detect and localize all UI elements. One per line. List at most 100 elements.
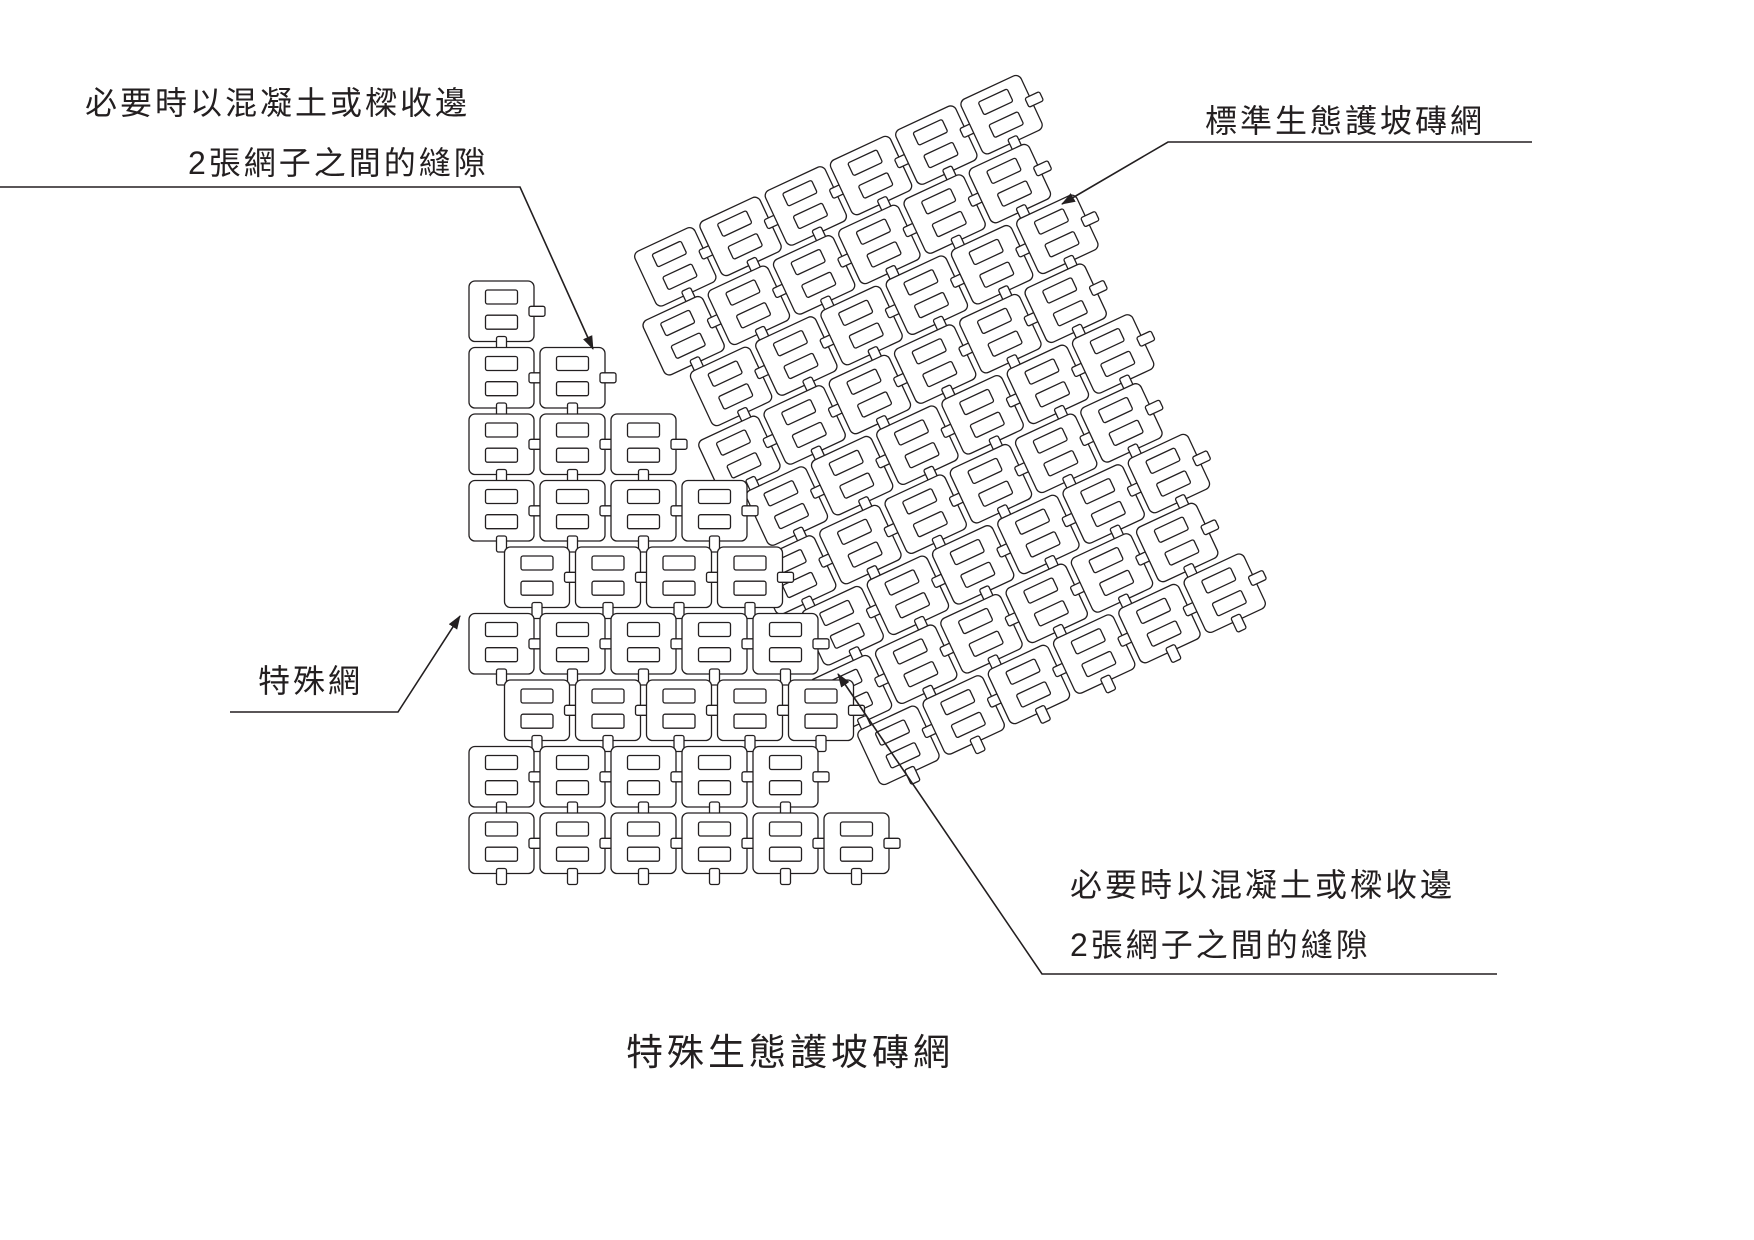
brick-cell-part [697,647,732,663]
brick-cell-part [1005,658,1041,685]
annotation-top-left-line1: 必要時以混凝土或樑收邊 [85,85,471,121]
brick-cell-part [484,355,519,372]
brick-cell-part [1033,208,1069,235]
brick-cell-part [815,734,827,753]
brick-cell-part [599,372,617,384]
brick-cell-part [651,240,687,268]
brick-cell-part [555,447,590,463]
brick-cell-part [922,360,958,388]
brick-cell-part [484,647,519,663]
brick-cell-part [850,867,863,886]
brick-cell-part [697,621,732,638]
brick-cell-part [812,638,830,650]
brick-cell-part [484,422,519,438]
brick-cell-part [988,111,1024,138]
brick-cell-part [1044,231,1080,258]
brick-cell-part [484,381,519,397]
annotation-bottom-right-line2: 2張網子之間的縫隙 [1070,927,1371,963]
brick-cell-part [484,621,519,638]
brick-cell-part [804,688,838,704]
brick-cell-part [555,514,590,530]
brick-cell-part [959,388,995,416]
brick-cell-part [670,332,706,359]
brick-cell-part [626,647,661,663]
brick-cell-part [744,734,756,753]
brick-cell-part [1070,628,1106,655]
brick-cell-part [637,867,650,886]
brick-cell-part [950,711,986,738]
brick-cell-part [1153,516,1189,543]
brick-cell-part [531,601,543,620]
leader-top-left-gap [0,186,594,350]
brick-cell-part [697,821,732,837]
brick-cell-part [958,607,993,635]
brick-cell-part [495,867,508,886]
brick-cell-part [484,314,519,330]
brick-cell-part [1081,650,1117,678]
brick-cell-part [846,368,882,395]
brick-cell-part [626,821,661,837]
brick-cell-part [1052,300,1088,327]
brick-cell-part [1164,539,1200,566]
brick-cell-part [848,322,884,349]
brick-cell-part [733,580,767,596]
brick-cell-part [847,541,883,568]
brick-cell-part [857,391,893,418]
brick-cell-part [892,638,928,665]
brick-cell-part [781,399,817,426]
brick-cell-part [768,846,803,862]
brick-cell-part [566,535,579,553]
brick-cell-part [637,535,650,553]
brick-cell-part [1016,681,1052,708]
brick-cell-part [715,429,751,456]
brick-cell-part [883,837,901,849]
brick-cell-part [741,505,759,517]
brick-cell-part [923,141,959,169]
brick-cell-part [779,867,792,886]
brick-cell-part [1080,478,1116,505]
brick-cell-part [1145,447,1181,474]
brick-cell-part [967,457,1003,485]
brick-cell-part [903,269,939,296]
annotation-bottom-right-line1: 必要時以混凝土或樑收邊 [1070,867,1456,903]
brick-cell-part [670,438,688,450]
brick-cell-part [812,771,830,783]
brick-cell-part [520,580,554,596]
brick-cell-part [768,780,803,796]
brick-cell-part [708,668,721,686]
brick-cell-part [718,383,754,410]
brick-cell-part [662,263,698,290]
leader-bottom-right-gap [837,673,1497,975]
brick-cell-part [774,502,809,530]
brick-cell-part [725,279,761,306]
brick-cell-part [697,846,732,862]
brick-cell-part [626,754,661,771]
brick-cell-part [997,180,1032,207]
brick-cell-part [744,601,756,620]
brick-cell-part [662,688,696,704]
brick-cell-part [1024,358,1060,385]
brick-cell-part [968,238,1004,266]
annotation-standard-net: 標準生態護坡磚網 [1205,103,1486,139]
brick-cell-part [1034,705,1051,724]
brick-cell-part [912,119,948,146]
brick-cell-part [1201,567,1237,594]
brick-cell-part [555,355,590,372]
leader-special-net [230,615,461,713]
brick-cell-part [969,411,1005,438]
brick-cell-part [1088,547,1124,574]
brick-cell-part [768,821,803,837]
brick-cell-part [912,511,948,538]
brick-cell-part [726,452,762,479]
brick-cell-part [1108,419,1144,446]
brick-cell-part [979,261,1015,288]
brick-cell-part [484,514,519,530]
brick-cell-part [968,630,1004,657]
brick-cell-part [566,668,579,686]
brick-cell-part [838,299,874,326]
brick-cell-part [662,555,696,571]
brick-cell-part [484,754,519,771]
brick-cell-part [626,422,661,438]
brick-cell-part [1200,519,1220,536]
